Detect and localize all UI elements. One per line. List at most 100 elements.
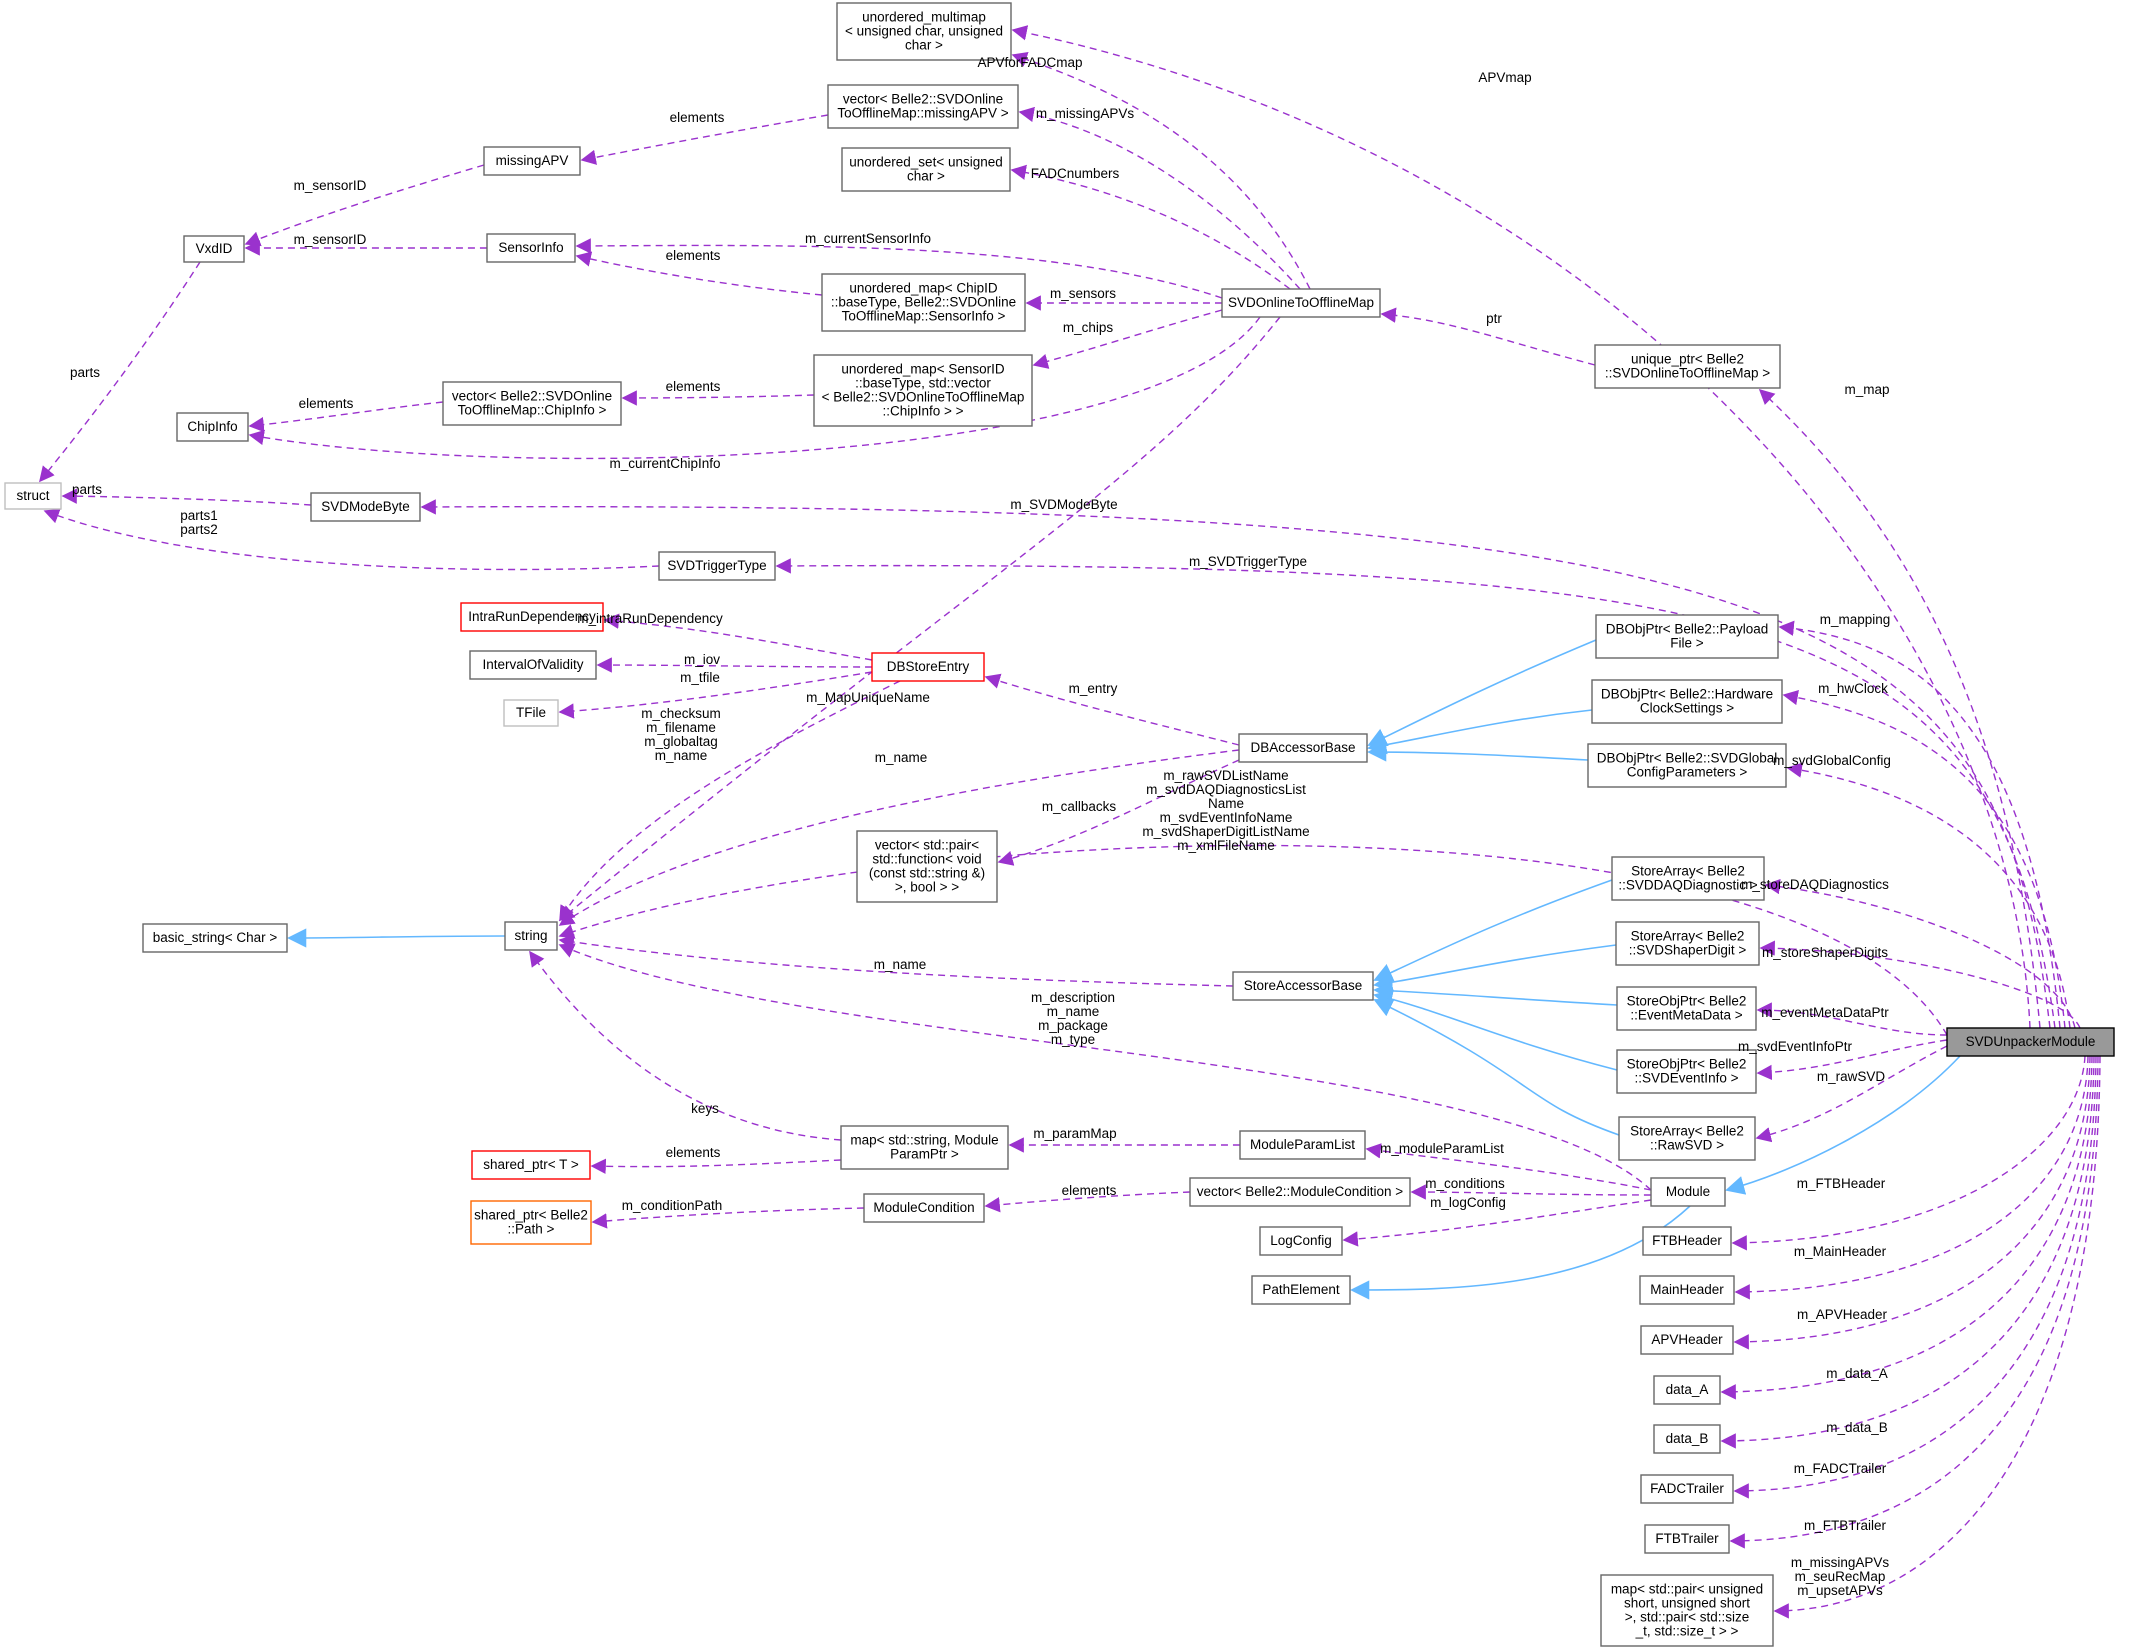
node-label: Module <box>1666 1184 1710 1199</box>
edge-label-elements-chipinfo-1: elements <box>299 396 354 411</box>
edge-label-elements-missing: elements <box>670 110 725 125</box>
member-edge <box>1733 1055 2097 1499</box>
edge-label-m-moduleparamlist: m_moduleParamList <box>1380 1141 1504 1156</box>
node-label: DBObjPtr< Belle2::SVDGlobal <box>1597 751 1777 766</box>
member-edge <box>1011 25 2031 1029</box>
member-edge <box>529 950 842 1141</box>
class-node-struct[interactable]: struct <box>4 482 62 510</box>
class-node-unordered-map-sensorid[interactable]: unordered_map< SensorID::baseType, std::… <box>813 354 1033 427</box>
class-node-dbobjptr-hardware[interactable]: DBObjPtr< Belle2::HardwareClockSettings … <box>1591 679 1783 724</box>
edge-label-m-svdeventinfoptr: m_svdEventInfoPtr <box>1738 1039 1853 1054</box>
class-node-intrarundependency[interactable]: IntraRunDependency <box>460 602 604 632</box>
inheritance-edge <box>1367 639 1597 746</box>
class-node-module[interactable]: Module <box>1650 1177 1726 1207</box>
edge-label-m-rawsvdlistname: m_svdEventInfoName <box>1160 810 1293 825</box>
class-node-storeobjptr-svdevent[interactable]: StoreObjPtr< Belle2::SVDEventInfo > <box>1616 1049 1757 1094</box>
class-node-ftbheader[interactable]: FTBHeader <box>1642 1226 1732 1256</box>
edge-label-m-checksum: m_checksum <box>641 706 721 721</box>
class-node-svdunpackermodule[interactable]: SVDUnpackerModule <box>1946 1027 2115 1057</box>
node-box <box>1653 1424 1721 1454</box>
member-edge <box>575 251 823 296</box>
node-box <box>856 830 998 903</box>
node-label: TFile <box>516 705 546 720</box>
class-node-shared-ptr-path[interactable]: shared_ptr< Belle2::Path > <box>470 1200 592 1245</box>
class-node-sensorinfo[interactable]: SensorInfo <box>486 233 576 263</box>
edge-label-m-mainheader: m_MainHeader <box>1794 1244 1887 1259</box>
member-edge <box>558 671 873 719</box>
class-node-dbobjptr-svdglobal[interactable]: DBObjPtr< Belle2::SVDGlobalConfigParamet… <box>1587 743 1787 788</box>
class-node-unordered-map-chipid[interactable]: unordered_map< ChipID::baseType, Belle2:… <box>821 273 1026 332</box>
node-label: ::ChipInfo > > <box>882 404 963 419</box>
class-node-storeobjptr-eventmeta[interactable]: StoreObjPtr< Belle2::EventMetaData > <box>1616 986 1757 1031</box>
edge-label-apvforfadcmap: APVforFADCmap <box>977 55 1082 70</box>
class-node-unordered-multimap[interactable]: unordered_multimap< unsigned char, unsig… <box>836 2 1012 61</box>
class-node-vector-condition[interactable]: vector< Belle2::ModuleCondition > <box>1189 1177 1411 1207</box>
class-node-vector-pair-function[interactable]: vector< std::pair<std::function< void(co… <box>856 830 998 903</box>
class-node-intervalofvalidity[interactable]: IntervalOfValidity <box>469 650 597 680</box>
member-edge <box>984 1191 1191 1213</box>
class-node-storeaccessorbase[interactable]: StoreAccessorBase <box>1232 971 1374 1001</box>
node-label: ::Path > <box>508 1222 555 1237</box>
class-node-moduleparamlist[interactable]: ModuleParamList <box>1239 1130 1366 1160</box>
member-edge <box>61 488 312 506</box>
inheritance-edge <box>1367 742 1589 762</box>
class-node-tfile[interactable]: TFile <box>503 699 559 727</box>
class-node-string[interactable]: string <box>504 921 558 951</box>
node-box <box>1618 1116 1756 1161</box>
edge-label-m-rawsvdlistname: m_svdDAQDiagnosticsList <box>1146 782 1306 797</box>
node-box <box>442 381 622 426</box>
class-node-vxdid[interactable]: VxdID <box>183 235 245 263</box>
node-label: SVDUnpackerModule <box>1966 1034 2096 1049</box>
edge-label-keys: keys <box>691 1101 719 1116</box>
node-label: >, bool > > <box>895 880 959 895</box>
node-label: SVDTriggerType <box>667 558 766 573</box>
class-node-chipinfo[interactable]: ChipInfo <box>176 412 249 442</box>
class-node-missingapv[interactable]: missingAPV <box>483 146 581 176</box>
inheritance-edge <box>1367 709 1593 755</box>
node-box <box>486 233 576 263</box>
node-label: vector< std::pair< <box>875 838 979 853</box>
class-node-data-a[interactable]: data_A <box>1653 1375 1721 1405</box>
node-label: vector< Belle2::ModuleCondition > <box>1197 1184 1403 1199</box>
member-edge <box>1365 1143 1652 1191</box>
class-node-data-b[interactable]: data_B <box>1653 1424 1721 1454</box>
node-box <box>1616 986 1757 1031</box>
class-node-ftbtrailer[interactable]: FTBTrailer <box>1644 1524 1730 1554</box>
node-label: ToOfflineMap::SensorInfo > <box>842 309 1006 324</box>
class-node-storearray-shaper[interactable]: StoreArray< Belle2::SVDShaperDigit > <box>1615 921 1760 966</box>
class-node-dbaccessorbase[interactable]: DBAccessorBase <box>1238 733 1368 763</box>
class-node-svdmodebyte[interactable]: SVDModeByte <box>310 492 421 522</box>
class-node-dbstoreentry[interactable]: DBStoreEntry <box>871 652 985 682</box>
class-node-svdonlinetoofflinemap[interactable]: SVDOnlineToOfflineMap <box>1221 288 1381 318</box>
node-label: IntraRunDependency <box>468 609 596 624</box>
class-node-svdtriggertype[interactable]: SVDTriggerType <box>658 551 776 581</box>
class-node-modulecondition[interactable]: ModuleCondition <box>863 1193 985 1223</box>
class-node-pathelement[interactable]: PathElement <box>1251 1275 1351 1305</box>
class-node-apvheader[interactable]: APVHeader <box>1640 1325 1734 1355</box>
class-node-unique-ptr[interactable]: unique_ptr< Belle2::SVDOnlineToOfflineMa… <box>1594 344 1781 389</box>
class-node-logconfig[interactable]: LogConfig <box>1259 1226 1343 1256</box>
member-edge <box>1731 1055 2086 1251</box>
edge-label-m-description: m_package <box>1038 1018 1108 1033</box>
class-node-shared-ptr-t[interactable]: shared_ptr< T > <box>471 1150 591 1180</box>
class-node-basic-string[interactable]: basic_string< Char > <box>142 923 288 953</box>
member-edge <box>558 934 1234 987</box>
class-node-storearray-rawsvd[interactable]: StoreArray< Belle2::RawSVD > <box>1618 1116 1756 1161</box>
member-edge <box>248 401 444 433</box>
member-edge <box>621 390 815 406</box>
class-node-fadctrailer[interactable]: FADCTrailer <box>1640 1474 1734 1504</box>
member-edge <box>1733 1055 2091 1350</box>
edge-label-parts-2: parts <box>72 482 102 497</box>
node-label: data_B <box>1666 1431 1709 1446</box>
node-label: unique_ptr< Belle2 <box>1631 352 1744 367</box>
class-node-mainheader[interactable]: MainHeader <box>1639 1275 1735 1305</box>
class-node-vector-chipinfo[interactable]: vector< Belle2::SVDOnlineToOfflineMap::C… <box>442 381 622 426</box>
class-node-storearray-daq[interactable]: StoreArray< Belle2::SVDDAQDiagnostic > <box>1611 856 1765 901</box>
member-edge <box>248 316 1261 460</box>
class-node-vector-missingapv[interactable]: vector< Belle2::SVDOnlineToOfflineMap::m… <box>827 84 1019 129</box>
member-edge <box>591 1207 865 1229</box>
